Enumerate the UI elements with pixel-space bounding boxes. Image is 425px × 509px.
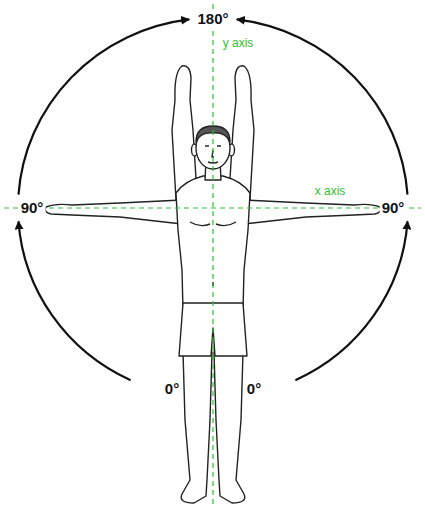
range-arc bbox=[19, 19, 190, 194]
y-axis-line bbox=[212, 4, 213, 506]
range-arc bbox=[237, 19, 408, 194]
range-arc bbox=[19, 221, 131, 380]
angle-label: 90° bbox=[19, 199, 46, 218]
x-axis-line bbox=[4, 207, 421, 208]
axis-label: x axis bbox=[313, 184, 348, 199]
range-arcs bbox=[19, 19, 408, 380]
leg bbox=[181, 352, 212, 503]
angle-label: 180° bbox=[195, 10, 230, 29]
level-arm bbox=[244, 200, 381, 224]
range-arc bbox=[295, 221, 407, 380]
axis-label: y axis bbox=[221, 36, 256, 51]
level-arm bbox=[45, 200, 182, 224]
angle-label: 0° bbox=[245, 380, 263, 399]
angle-label: 0° bbox=[163, 380, 181, 399]
axes bbox=[4, 4, 421, 506]
angle-label: 90° bbox=[380, 199, 407, 218]
leg bbox=[214, 352, 245, 503]
